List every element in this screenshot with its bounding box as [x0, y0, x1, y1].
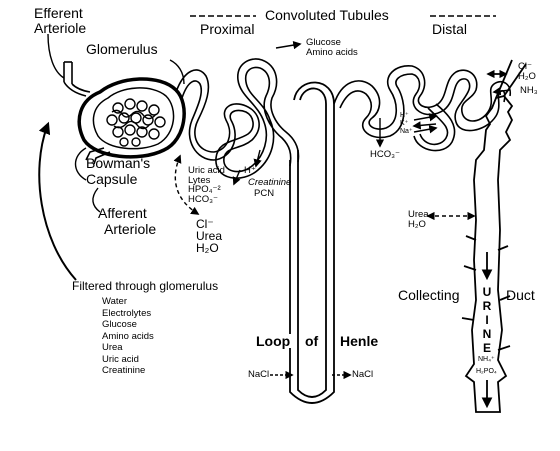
urea-text: Urea — [196, 229, 223, 243]
efferent-arteriole-label: Efferent Arteriole — [34, 6, 86, 35]
hco3-text: HCO₃⁻ — [188, 193, 218, 205]
pcn-label: PCN — [254, 188, 275, 199]
efferent-arteriole — [63, 61, 91, 97]
filtered-item-amino-acids: Amino acids — [102, 330, 154, 342]
hpo4-text: HPO₄⁻² — [188, 184, 221, 195]
creatinine-label: Creatinine — [248, 177, 292, 188]
filtered-item-electrolytes: Electrolytes — [102, 307, 152, 319]
bowmans-capsule-label: Bowman's Capsule — [86, 156, 150, 186]
transport-arrows — [38, 33, 511, 409]
of-word: of — [304, 333, 320, 349]
filtered-title: Filtered through glomerulus — [72, 279, 219, 293]
distal-tubule — [333, 65, 512, 152]
amino-acids-text: Amino acids — [306, 46, 358, 58]
h-plus-label: H⁺ — [244, 165, 256, 176]
urine-letter-r: R — [482, 299, 492, 313]
afferent-arteriole-label: Afferent Arteriole — [98, 206, 156, 236]
bowmans-line-2: Capsule — [86, 171, 138, 187]
urine-vertical-label: U R I N E — [481, 286, 493, 354]
k-ion-text: K⁺ — [400, 120, 409, 127]
loop-of-henle — [289, 81, 335, 404]
efferent-line-2: Arteriole — [34, 20, 87, 36]
filtered-item-creatinine: Creatinine — [102, 365, 146, 376]
bowmans-capsule — [77, 77, 186, 159]
hco3-distal-label: HCO₃⁻ — [370, 149, 400, 160]
cl-urea-water-label: Cl⁻ Urea H₂O — [196, 218, 222, 254]
filtered-item-glucose: Glucose — [102, 319, 137, 330]
h2po4-label: H₂PO₄ — [476, 368, 497, 375]
distal-water-text: H₂O — [518, 70, 536, 82]
water-distal-text: H₂O — [408, 218, 426, 230]
nh3-label: NH₃ — [520, 85, 538, 96]
lytes-text: Lytes — [188, 174, 211, 186]
glucose-text: Glucose — [306, 37, 341, 48]
afferent-line-2: Arteriole — [104, 221, 157, 237]
nh4-label: NH₄⁺ — [478, 356, 495, 363]
filtered-item-water: Water — [102, 296, 127, 307]
distal-cl-water-label: Cl⁻ H₂O — [518, 62, 536, 81]
urine-letter-u: U — [482, 285, 492, 299]
glucose-amino-label: Glucose Amino acids — [306, 38, 358, 57]
urea-distal-text: Urea — [408, 209, 429, 220]
nacl-right-label: NaCl — [352, 369, 374, 380]
convoluted-tubules-title: Convoluted Tubules — [265, 7, 389, 23]
efferent-line-1: Efferent — [34, 5, 83, 21]
duct-label: Duct — [506, 287, 535, 303]
bowmans-line-1: Bowman's — [86, 155, 151, 171]
distal-ions-label: H⁺ K⁺ Na⁺ — [400, 112, 413, 135]
distal-cl-text: Cl⁻ — [518, 61, 532, 72]
na-ion-text: Na⁺ — [400, 128, 413, 135]
distal-label: Distal — [432, 21, 468, 37]
filtered-item-urea: Urea — [102, 342, 123, 353]
filtered-item-uric-acid: Uric acid — [102, 353, 139, 365]
loop-word: Loop — [254, 333, 293, 349]
afferent-arteriole — [85, 147, 111, 165]
glomerulus-label: Glomerulus — [86, 41, 158, 57]
cl-text: Cl⁻ — [196, 217, 214, 231]
urine-letter-i: I — [485, 313, 489, 327]
uric-acid-text: Uric acid — [188, 165, 225, 176]
glomerulus — [106, 98, 166, 147]
urine-letter-n: N — [482, 327, 492, 341]
proximal-label: Proximal — [200, 21, 255, 37]
urea-water-label: Urea H₂O — [408, 210, 429, 229]
henle-word: Henle — [338, 333, 381, 349]
nacl-left-label: NaCl — [248, 369, 270, 380]
collecting-label: Collecting — [398, 287, 460, 303]
h-ion-text: H⁺ — [400, 112, 409, 119]
proximal-secreted-list: Uric acid Lytes HPO₄⁻² HCO₃⁻ — [188, 166, 225, 204]
afferent-line-1: Afferent — [98, 205, 147, 221]
water-text: H₂O — [196, 241, 219, 255]
filtered-list: Water Electrolytes Glucose Amino acids U… — [102, 297, 154, 376]
urine-letter-e: E — [482, 341, 491, 355]
proximal-tubule — [175, 58, 300, 179]
